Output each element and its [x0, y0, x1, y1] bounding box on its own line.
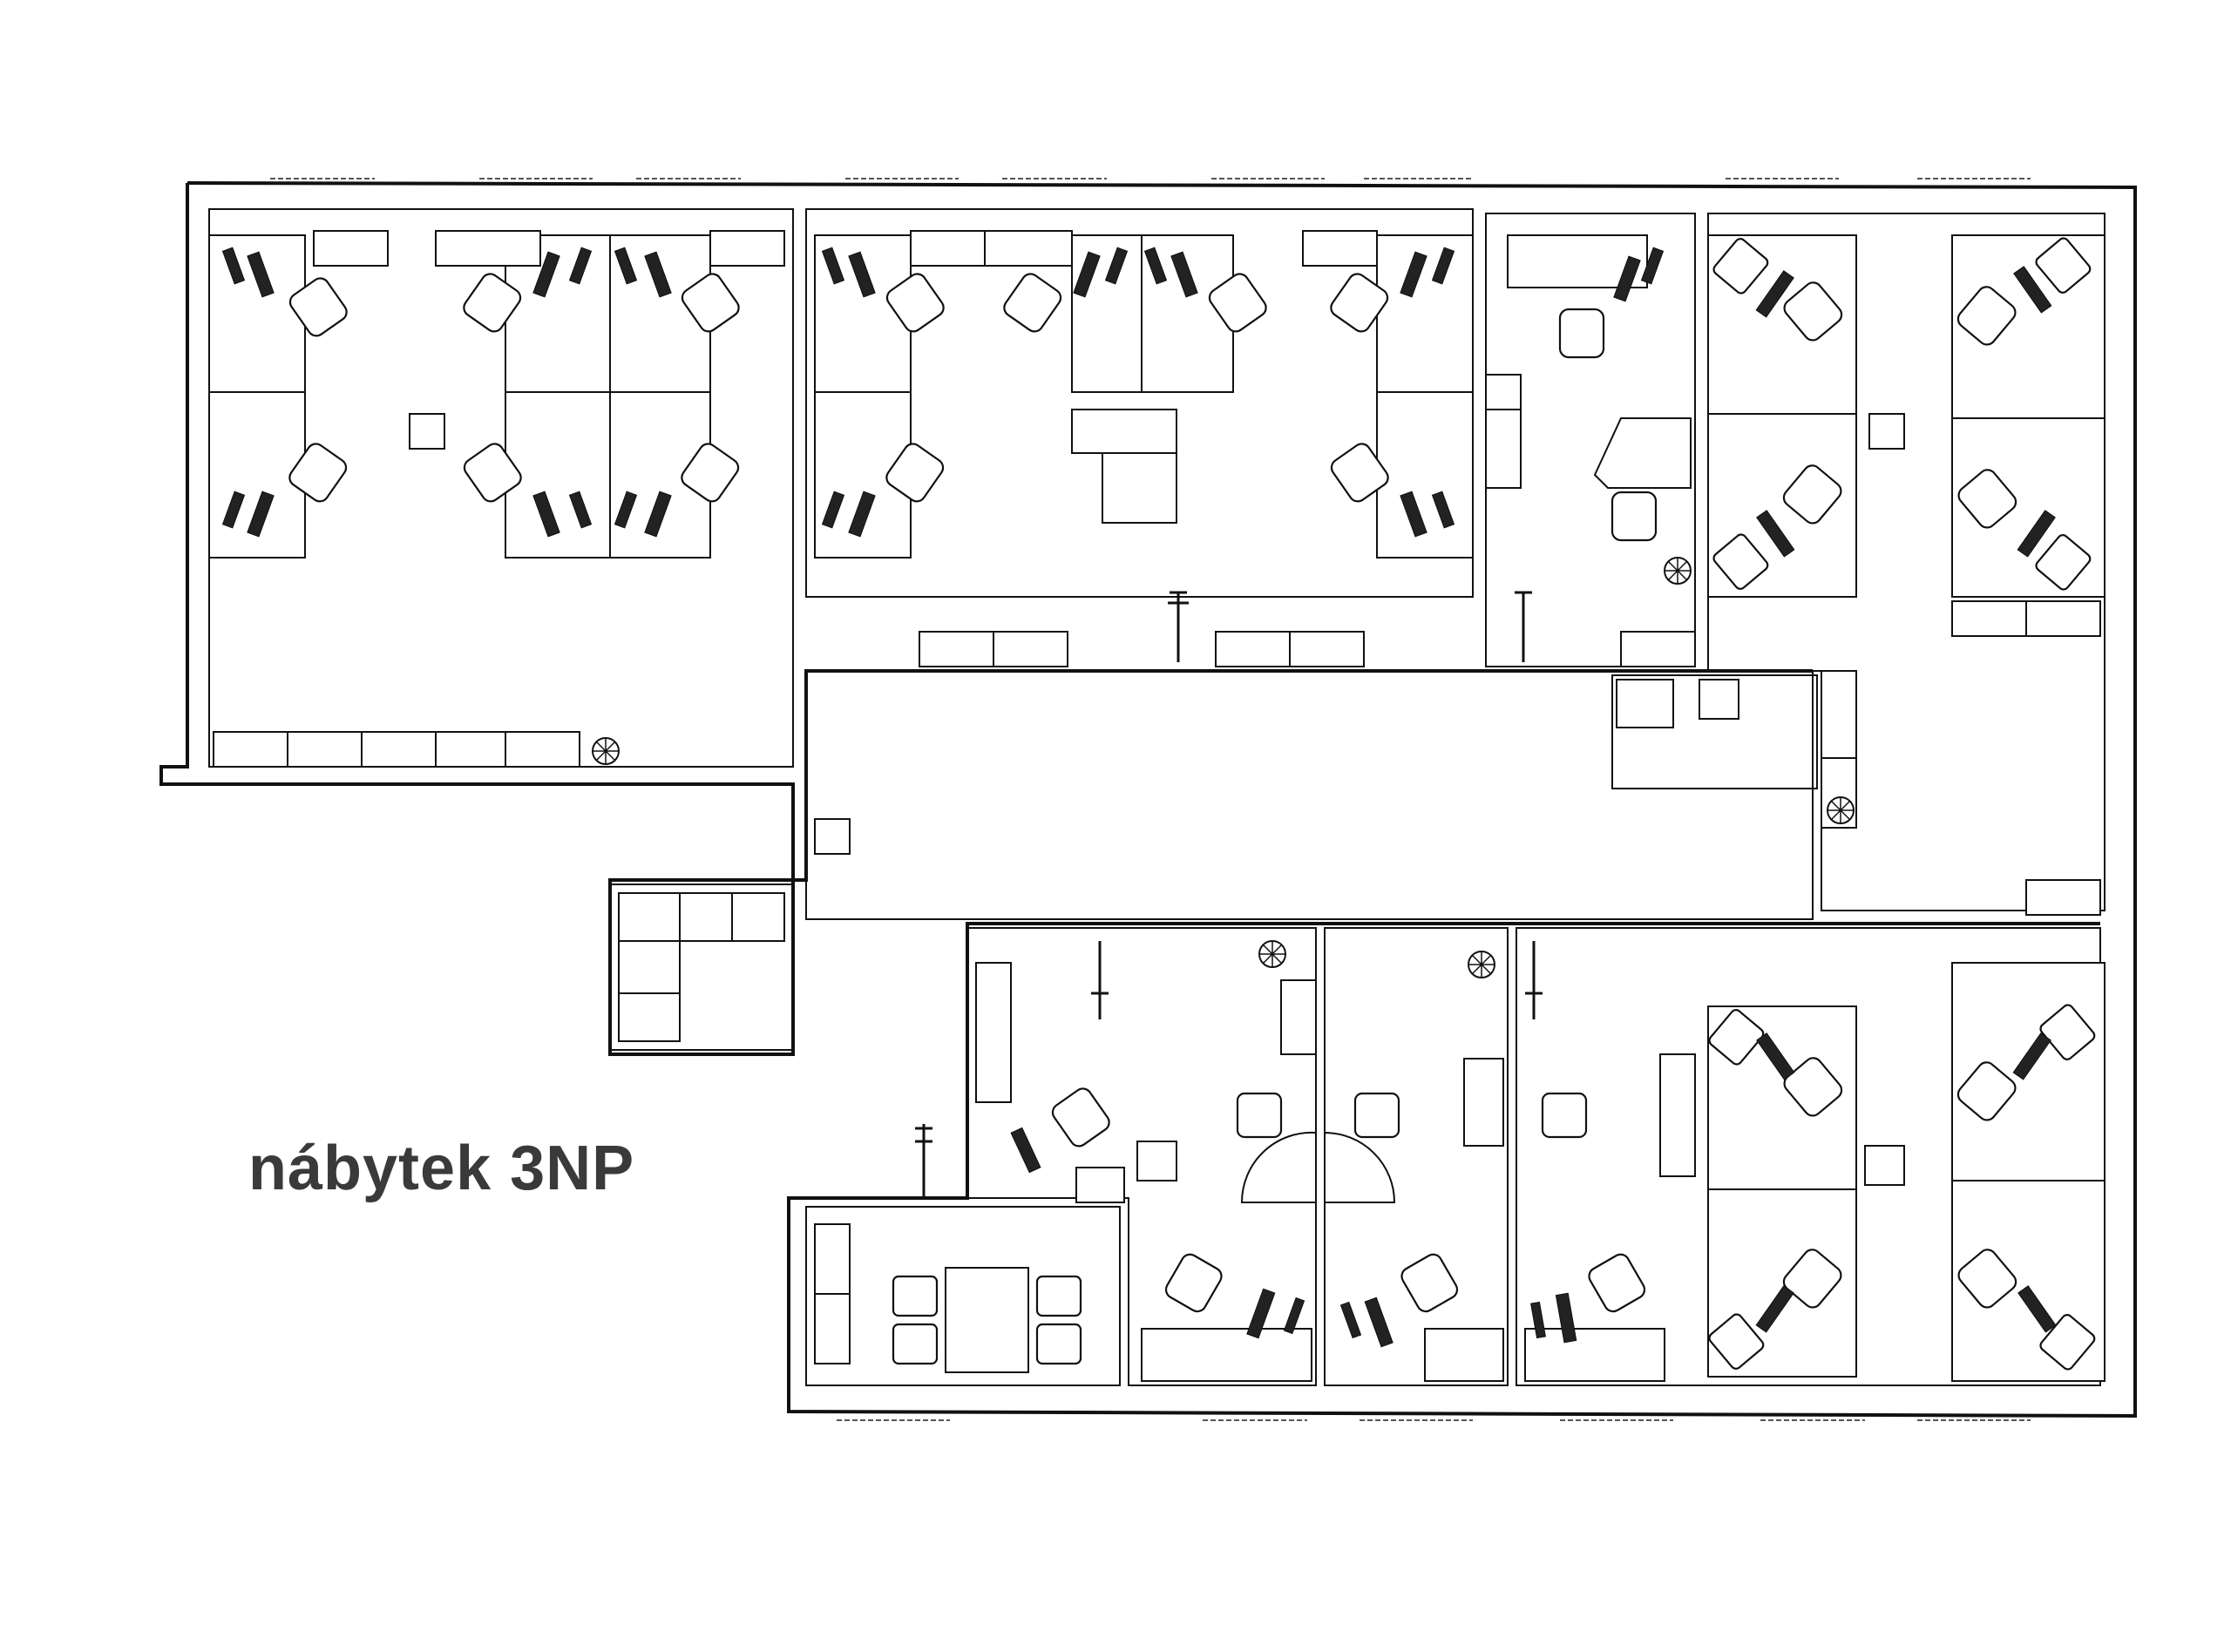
pillars [409, 413, 1905, 1186]
desks [208, 230, 2106, 1382]
keyboards [221, 247, 2057, 1348]
chairs [288, 237, 2096, 1371]
building-walls [159, 181, 2137, 1418]
coat-stands [915, 591, 1543, 1198]
plan-title: nábytek 3NP [248, 1134, 635, 1203]
cabinets [213, 374, 2101, 1364]
windows [270, 178, 2031, 1421]
plants [592, 557, 1855, 978]
